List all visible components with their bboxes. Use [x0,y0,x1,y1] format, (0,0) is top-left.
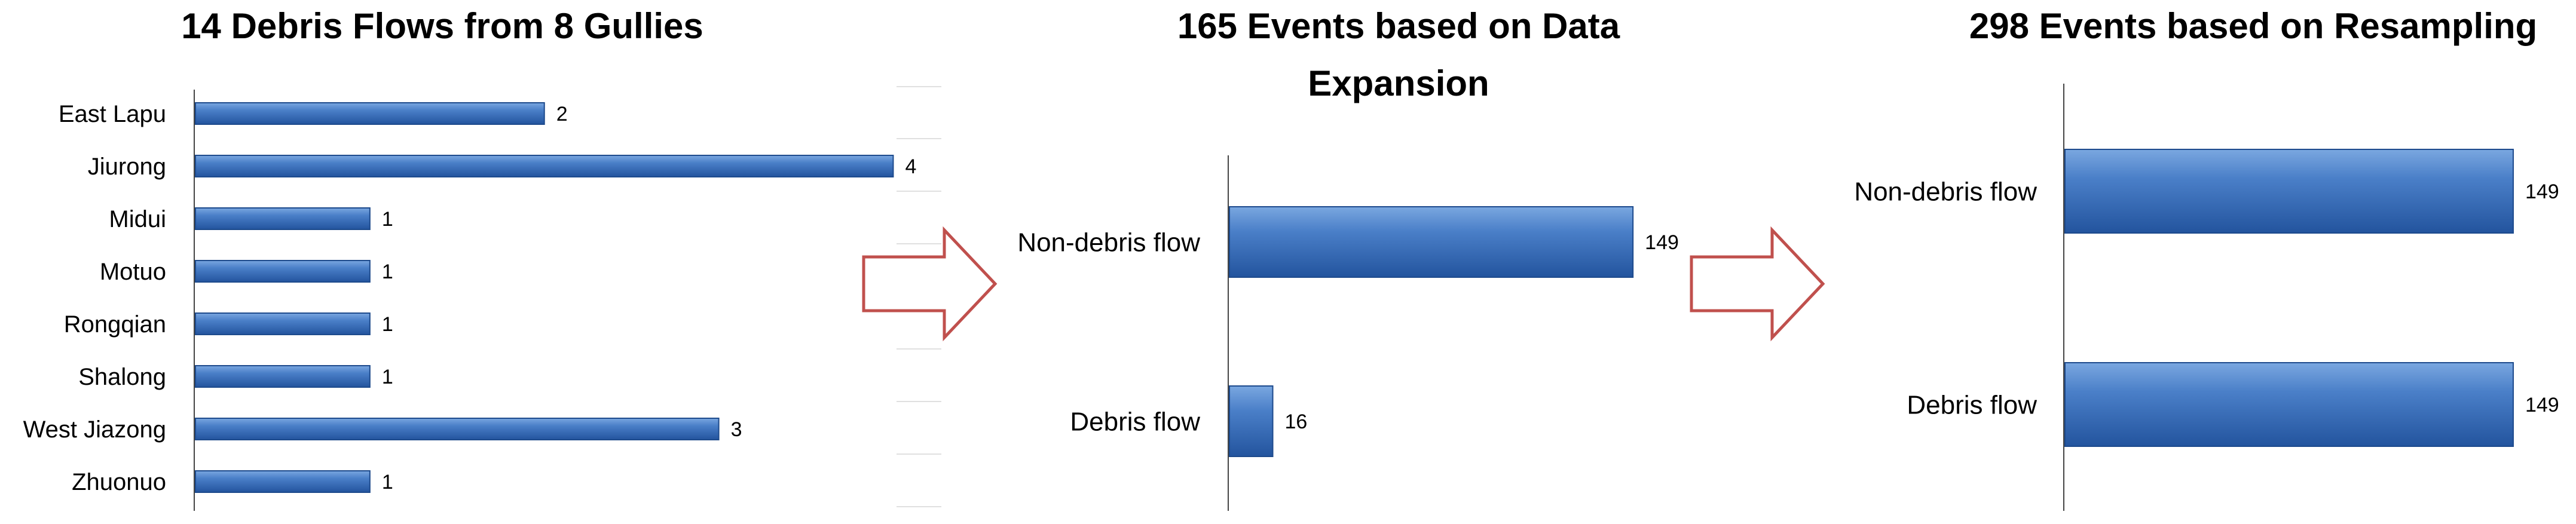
category-label: Jiurong [88,154,166,180]
category-label: Motuo [100,259,166,285]
bar [2064,362,2514,447]
data-label: 1 [382,208,393,231]
bar [1229,385,1274,457]
category-label: West Jiazong [23,416,166,443]
bar [195,207,371,230]
category-label: Debris flow [1907,390,2037,419]
bar [195,470,371,493]
category-label: Shalong [78,364,166,390]
chart-title-line-1: 165 Events based on Data [1177,6,1620,46]
data-label: 149 [2525,394,2559,416]
category-label: Non-debris flow [1854,177,2037,206]
chart-title: 14 Debris Flows from 8 Gullies [181,6,703,46]
chart-expansion: 165 Events based on Data Expansion Non-d… [1017,6,1679,511]
bar [195,312,371,335]
data-label: 1 [382,313,393,336]
data-label: 2 [556,103,568,125]
chart-resampling: 298 Events based on Resampling Non-debri… [1854,6,2559,511]
category-label: Non-debris flow [1017,228,1200,257]
category-label: East Lapu [59,101,166,127]
data-label: 16 [1285,410,1308,433]
category-label: Debris flow [1070,407,1200,436]
bar [195,260,371,283]
data-label: 3 [731,418,742,441]
chart-title-line-2: Expansion [1308,63,1489,103]
data-label: 149 [2525,180,2559,203]
data-label: 1 [382,261,393,283]
category-label: Midui [109,206,166,232]
chart-gullies: 14 Debris Flows from 8 Gullies East Lapu… [23,6,941,511]
bar [195,418,720,440]
bar [1229,206,1634,278]
right-arrow-icon [1690,226,1825,342]
bar [2064,149,2514,234]
category-label: Zhuonuo [72,469,166,495]
right-arrow-icon [862,226,998,342]
bar [195,365,371,388]
data-label: 1 [382,471,393,494]
data-label: 1 [382,366,393,388]
data-label: 149 [1645,231,1679,254]
chart-title: 298 Events based on Resampling [1969,6,2537,46]
category-label: Rongqian [64,311,166,338]
bar [195,155,894,177]
data-label: 4 [905,155,916,178]
bar [195,102,545,125]
